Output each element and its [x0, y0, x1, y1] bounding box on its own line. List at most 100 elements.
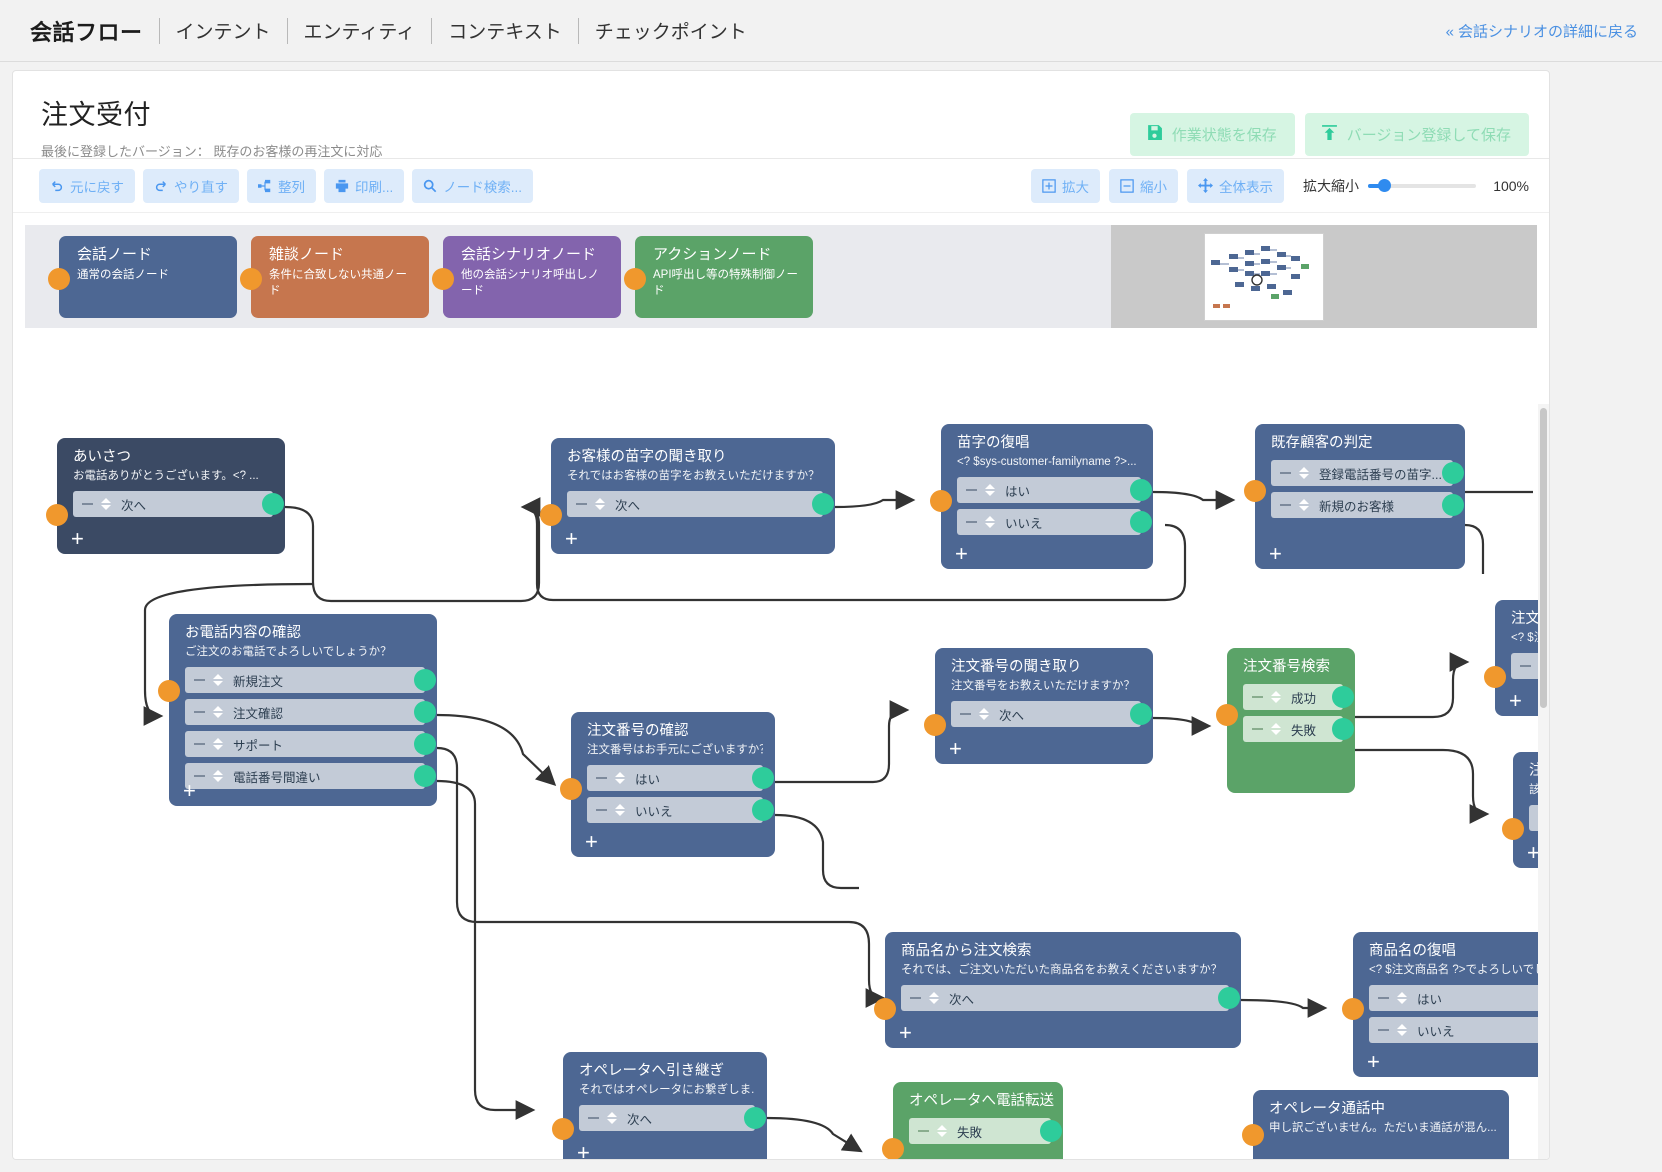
node-option[interactable]: 電話番号間違い — [185, 763, 436, 789]
flow-node-greeting[interactable]: あいさつお電話ありがとうございます。<? ...次へ+ — [46, 438, 285, 554]
flow-node-order-num-confirm[interactable]: 注文番号の確認注文番号はお手元にございますか？はいいいえ+ — [560, 712, 775, 857]
zoom-slider-knob[interactable] — [1378, 179, 1391, 192]
nav-item-context[interactable]: コンテキスト — [448, 22, 562, 43]
collapse-minus-icon[interactable] — [966, 521, 977, 523]
collapse-minus-icon[interactable] — [194, 775, 205, 777]
align-button[interactable]: 整列 — [247, 168, 316, 203]
reorder-spinner-icon[interactable] — [212, 770, 223, 782]
redo-button[interactable]: やり直す — [143, 168, 239, 203]
reorder-spinner-icon[interactable] — [1396, 1024, 1407, 1036]
add-option-button[interactable]: + — [71, 526, 84, 551]
node-output-port[interactable] — [752, 799, 774, 821]
reorder-spinner-icon[interactable] — [212, 674, 223, 686]
zoom-in-button[interactable]: 拡大 — [1031, 168, 1100, 203]
node-option[interactable]: 成功 — [1243, 684, 1354, 710]
search-node-button[interactable]: ノード検索... — [412, 168, 534, 203]
add-option-button[interactable]: + — [955, 541, 968, 566]
collapse-minus-icon[interactable] — [910, 997, 921, 999]
node-option[interactable]: 次へ — [567, 491, 834, 517]
node-input-port[interactable] — [924, 714, 946, 736]
flow-node-call-purpose[interactable]: お電話内容の確認ご注文のお電話でよろしいでしょうか？新規注文注文確認サポート電話… — [158, 614, 437, 806]
flow-node-operator-handoff[interactable]: オペレータへ引き継ぎそれではオペレータにお繋ぎしま...次へ+ — [552, 1052, 767, 1160]
reorder-spinner-icon[interactable] — [1298, 499, 1309, 511]
reorder-spinner-icon[interactable] — [928, 992, 939, 1004]
node-output-port[interactable] — [1442, 494, 1464, 516]
flow-node-familyname-ask[interactable]: お客様の苗字の聞き取りそれではお客様の苗字をお教えいただけますか？次へ+ — [540, 438, 835, 554]
reorder-spinner-icon[interactable] — [614, 804, 625, 816]
node-input-port[interactable] — [46, 504, 68, 526]
collapse-minus-icon[interactable] — [194, 711, 205, 713]
reorder-spinner-icon[interactable] — [984, 516, 995, 528]
node-option[interactable]: いいえ — [587, 797, 774, 823]
node-output-port[interactable] — [1130, 703, 1152, 725]
reorder-spinner-icon[interactable] — [1396, 992, 1407, 1004]
collapse-minus-icon[interactable] — [966, 489, 977, 491]
reorder-spinner-icon[interactable] — [936, 1125, 947, 1137]
add-option-button[interactable]: + — [1509, 688, 1522, 713]
node-output-port[interactable] — [414, 733, 436, 755]
nav-item-entity[interactable]: エンティティ — [303, 22, 416, 43]
nav-item-intent[interactable]: インテント — [175, 22, 271, 43]
node-option[interactable]: はい — [1369, 985, 1549, 1011]
flow-node-order-num-search[interactable]: 注文番号検索成功失敗 — [1216, 648, 1355, 793]
palette-node-port[interactable] — [432, 267, 454, 290]
node-option[interactable]: 失敗 — [909, 1118, 1062, 1144]
node-input-port[interactable] — [540, 504, 562, 526]
node-input-port[interactable] — [1484, 666, 1506, 688]
collapse-minus-icon[interactable] — [596, 777, 607, 779]
back-to-scenario-link[interactable]: «会話シナリオの詳細に戻る — [1446, 20, 1638, 41]
node-input-port[interactable] — [930, 490, 952, 512]
undo-button[interactable]: 元に戻す — [39, 168, 135, 203]
reorder-spinner-icon[interactable] — [1298, 467, 1309, 479]
add-option-button[interactable]: + — [1269, 541, 1282, 566]
node-output-port[interactable] — [752, 767, 774, 789]
node-input-port[interactable] — [1242, 1124, 1264, 1146]
node-output-port[interactable] — [414, 669, 436, 691]
collapse-minus-icon[interactable] — [596, 809, 607, 811]
node-option[interactable]: サポート — [185, 731, 436, 757]
node-output-port[interactable] — [1218, 987, 1240, 1009]
collapse-minus-icon[interactable] — [1378, 997, 1389, 999]
add-option-button[interactable]: + — [949, 736, 962, 761]
add-option-button[interactable]: + — [1367, 1049, 1380, 1074]
node-output-port[interactable] — [262, 493, 284, 515]
node-input-port[interactable] — [874, 998, 896, 1020]
node-input-port[interactable] — [158, 680, 180, 702]
add-option-button[interactable]: + — [577, 1140, 590, 1160]
add-option-button[interactable]: + — [183, 778, 196, 803]
node-output-port[interactable] — [1130, 511, 1152, 533]
node-input-port[interactable] — [1502, 818, 1524, 840]
node-input-port[interactable] — [560, 778, 582, 800]
node-output-port[interactable] — [1332, 718, 1354, 740]
flow-canvas[interactable]: あいさつお電話ありがとうございます。<? ...次へ+ お客様の苗字の聞き取りそれ… — [13, 404, 1549, 1160]
collapse-minus-icon[interactable] — [576, 503, 587, 505]
reorder-spinner-icon[interactable] — [100, 498, 111, 510]
reorder-spinner-icon[interactable] — [1270, 691, 1281, 703]
minimap-thumbnail[interactable] — [1204, 232, 1324, 321]
node-input-port[interactable] — [1244, 480, 1266, 502]
palette-node-port[interactable] — [240, 267, 262, 290]
collapse-minus-icon[interactable] — [194, 679, 205, 681]
collapse-minus-icon[interactable] — [1252, 728, 1263, 730]
palette-node-2[interactable]: 会話シナリオノード他の会話シナリオ呼出しノード — [432, 235, 621, 318]
collapse-minus-icon[interactable] — [194, 743, 205, 745]
collapse-minus-icon[interactable] — [1280, 472, 1291, 474]
collapse-minus-icon[interactable] — [960, 713, 971, 715]
node-output-port[interactable] — [414, 701, 436, 723]
node-option[interactable]: いいえ — [1369, 1017, 1549, 1043]
node-option[interactable]: 注文確認 — [185, 699, 436, 725]
flow-node-operator-transfer[interactable]: オペレータへ電話転送失敗 — [882, 1082, 1063, 1159]
add-option-button[interactable]: + — [1527, 840, 1540, 865]
reorder-spinner-icon[interactable] — [212, 706, 223, 718]
node-option[interactable]: はい — [587, 765, 774, 791]
node-option[interactable]: いいえ — [957, 509, 1152, 535]
node-output-port[interactable] — [414, 765, 436, 787]
flow-node-order-num-ask[interactable]: 注文番号の聞き取り注文番号をお教えいただけますか？次へ+ — [924, 648, 1153, 764]
node-output-port[interactable] — [744, 1107, 766, 1129]
reorder-spinner-icon[interactable] — [212, 738, 223, 750]
node-option[interactable]: 新規のお客様 — [1271, 492, 1464, 518]
palette-node-0[interactable]: 会話ノード通常の会話ノード — [48, 235, 237, 318]
save-work-button[interactable]: 作業状態を保存 — [1129, 113, 1295, 156]
fit-to-screen-button[interactable]: 全体表示 — [1187, 168, 1284, 203]
